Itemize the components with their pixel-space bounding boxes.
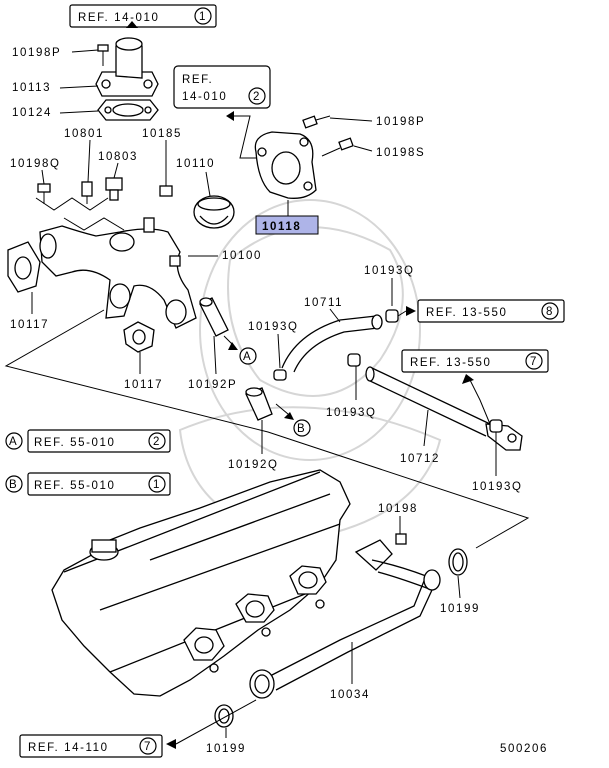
label-10198Q: 10198Q (10, 158, 61, 170)
ref-13-550-8[interactable]: REF. 13-550 8 (417, 299, 565, 323)
marker-B-legend: B (9, 479, 18, 491)
label-10110: 10110 (176, 158, 215, 170)
label-10803: 10803 (98, 151, 138, 163)
label-10100: 10100 (222, 250, 262, 262)
label-10193Q-d: 10193Q (472, 481, 523, 493)
bolt-10198P-top (97, 44, 109, 66)
gasket-10117-mid (123, 321, 155, 353)
fitting-10192Q (245, 387, 273, 421)
o-ring-10199-right (448, 548, 468, 576)
label-10801: 10801 (64, 128, 104, 140)
plug-10185 (159, 185, 173, 197)
diagram-id: 500206 (500, 743, 548, 755)
thermostat-10110 (193, 171, 235, 229)
ref-13-550-7[interactable]: REF. 13-550 7 (401, 349, 549, 373)
intake-port-1 (183, 627, 225, 661)
ref-num: 8 (546, 306, 554, 318)
hose-10711 (281, 314, 383, 373)
label-10118: 10118 (262, 221, 301, 233)
ref-label: REF. 55-010 (34, 437, 116, 449)
bolt-10198Q (37, 183, 51, 204)
label-10192P: 10192P (188, 379, 237, 391)
marker-A: A (239, 347, 257, 365)
gasket-10124 (97, 99, 159, 121)
label-10034: 10034 (330, 689, 370, 701)
ref-label: REF. 14-110 (28, 742, 109, 754)
sensor-10801 (81, 181, 93, 204)
clamp-10193Q-b (273, 369, 287, 381)
label-10117-mid: 10117 (124, 379, 163, 391)
label-10117-left: 10117 (10, 319, 49, 331)
ref-num: 1 (199, 11, 207, 23)
label-10198P-top: 10198P (12, 47, 61, 59)
arrow-right-ref-13-550-8 (406, 306, 416, 316)
label-10199-bottom: 10199 (206, 743, 246, 755)
highlight-10118 (255, 215, 319, 235)
arrow-up-ref-14-010-1 (126, 21, 138, 28)
ref-14-110-7[interactable]: REF. 14-110 7 (19, 734, 163, 758)
ref-label-line1: REF. (182, 74, 213, 86)
label-10198: 10198 (378, 503, 418, 515)
arrow-up-ref-13-550-7 (462, 374, 474, 384)
bolt-10198 (395, 533, 407, 545)
thermostat-housing-10118 (254, 131, 317, 199)
clamp-10193Q-a (385, 309, 399, 323)
ref-num: 7 (144, 741, 152, 753)
ref-label: REF. 13-550 (426, 307, 508, 319)
label-10198P-right: 10198P (376, 116, 425, 128)
clamp-10193Q-d (489, 419, 503, 433)
intake-port-2 (235, 593, 275, 623)
ref-14-010-2[interactable]: REF. 14-010 2 (173, 65, 271, 109)
label-10185: 10185 (142, 128, 182, 140)
ref-num: 2 (153, 436, 161, 448)
arrow-to-A (228, 342, 238, 350)
sensor-10803 (105, 177, 123, 201)
pipe-10712 (365, 366, 523, 451)
gasket-10117-left (7, 241, 41, 293)
label-10198S: 10198S (376, 147, 425, 159)
water-outlet-fitting-10113 (95, 37, 159, 97)
bolt-10198S (321, 137, 354, 157)
ref-label: REF. 14-010 (78, 12, 160, 24)
bolt-10198P-right (302, 115, 331, 129)
label-10113: 10113 (12, 82, 51, 94)
label-10192Q: 10192Q (228, 459, 279, 471)
svg-text:B: B (297, 423, 306, 435)
label-10711: 10711 (304, 297, 343, 309)
water-pipe-10034 (249, 539, 441, 699)
label-10124: 10124 (12, 107, 52, 119)
ref-55-010-2[interactable]: A REF. 55-010 2 (5, 429, 171, 453)
o-ring-10199-bottom (214, 704, 234, 728)
label-10199-right: 10199 (440, 603, 480, 615)
fitting-10192P (199, 297, 229, 337)
ref-num: 2 (253, 91, 261, 103)
arrow-to-B (284, 412, 294, 420)
svg-text:A: A (243, 351, 252, 363)
label-10712: 10712 (400, 453, 440, 465)
ref-num: 7 (530, 356, 538, 368)
clamp-10193Q-c (347, 353, 361, 367)
ref-label-line2: 14-010 (182, 91, 227, 103)
label-10193Q-b: 10193Q (248, 321, 299, 333)
arrow-left-ref-14-010-2 (226, 111, 234, 121)
marker-B: B (293, 419, 311, 437)
ref-label: REF. 13-550 (410, 357, 492, 369)
marker-A-legend: A (9, 436, 18, 448)
water-passage-manifold-10100 (39, 217, 197, 329)
label-10193Q-a: 10193Q (364, 265, 415, 277)
ref-14-010-1[interactable]: REF. 14-010 1 (69, 4, 217, 28)
cylinder-head (51, 469, 351, 697)
arrow-left-ref-14-110-7 (166, 739, 176, 749)
ref-label: REF. 55-010 (34, 480, 116, 492)
ref-55-010-1[interactable]: B REF. 55-010 1 (5, 472, 171, 496)
label-10193Q-c: 10193Q (326, 407, 377, 419)
intake-port-3 (289, 565, 327, 595)
ref-num: 1 (153, 479, 161, 491)
